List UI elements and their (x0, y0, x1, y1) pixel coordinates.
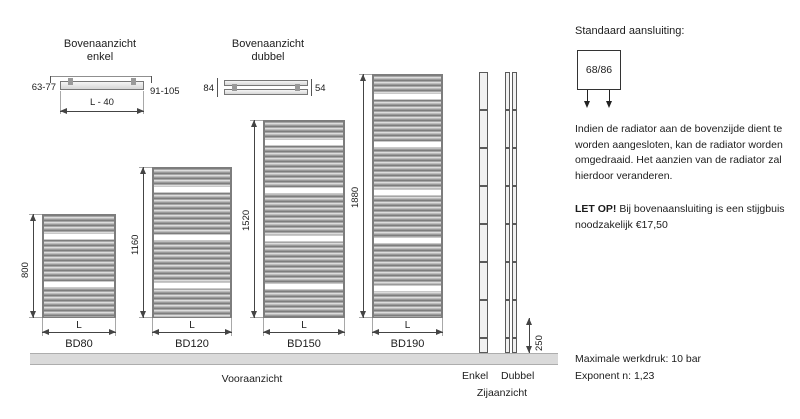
tube-gap (374, 285, 441, 292)
model-label: BD150 (287, 338, 321, 350)
dim-extension (263, 318, 264, 336)
tube-gap (265, 235, 343, 242)
height-dim-line (140, 167, 146, 318)
width-dim-line (263, 329, 345, 335)
radiator-BD150 (263, 120, 345, 318)
height-dim-label: 1880 (350, 186, 361, 208)
tube-gap (154, 234, 230, 241)
side-view-double-profile-front (505, 72, 510, 353)
floor-bar (30, 353, 558, 365)
width-dim-label: L (301, 320, 307, 331)
side-view-label-single: Enkel (462, 370, 489, 382)
topview-double-radiator-back (224, 89, 308, 95)
floor-offset-dim-line (526, 318, 532, 353)
dim-extension (152, 318, 153, 336)
tube-gap (374, 93, 441, 100)
connection-size-box: 68/86 (577, 50, 621, 90)
dim-extension (60, 91, 61, 114)
tube-gap (154, 186, 230, 193)
dim-extension (231, 318, 232, 336)
dim-tick (311, 79, 312, 96)
tube-gap (265, 283, 343, 290)
topview-single-wall-line (50, 76, 152, 77)
wall-tick (151, 76, 152, 83)
warning-label: LET OP! (575, 203, 617, 215)
dim-tick (217, 78, 218, 97)
max-pressure-note: Maximale werkdruk: 10 bar (575, 353, 702, 365)
width-dim-label: L (76, 320, 82, 331)
tube-gap (154, 282, 230, 289)
topview-double-radiator-front (224, 80, 308, 86)
dim-label-depth-double: 84 (203, 83, 214, 94)
side-view-single-profile (479, 72, 488, 353)
tube-gap (265, 139, 343, 146)
dim-label-wall-distance: 63-77 (31, 82, 56, 93)
bracket-clip-icon (68, 78, 73, 85)
dim-label-pitch: 54 (315, 83, 326, 94)
side-view-label-double: Dubbel (501, 370, 535, 382)
tube-gap (44, 233, 114, 240)
height-dim-line (360, 74, 366, 318)
floor-offset-label: 250 (534, 335, 545, 351)
dim-extension (442, 318, 443, 336)
width-dim-line (372, 329, 443, 335)
topview-double-title: Bovenaanzicht dubbel (216, 38, 320, 64)
tube-gap (265, 187, 343, 194)
height-dim-label: 1160 (130, 234, 141, 255)
topview-single-radiator (60, 81, 144, 90)
warning-note: LET OP! Bij bovenaansluiting is een stij… (575, 202, 799, 233)
width-dim-line (152, 329, 232, 335)
topview-single-title: Bovenaanzicht enkel (48, 38, 152, 64)
topview-single-title-line1: Bovenaanzicht (63, 38, 137, 50)
connection-pipe-arrow-icon (584, 90, 590, 108)
tube-gap (374, 141, 441, 148)
topview-double-title-line1: Bovenaanzicht (231, 38, 305, 50)
standard-connection-heading: Standaard aansluiting: (575, 25, 685, 37)
model-label: BD80 (65, 338, 93, 350)
connection-size-value: 68/86 (585, 64, 613, 76)
dim-extension (115, 318, 116, 336)
connection-pipe-arrow-icon (606, 90, 612, 108)
dim-label-depth-single: 91-105 (150, 86, 180, 97)
model-label: BD120 (175, 338, 209, 350)
dim-extension (143, 91, 144, 114)
radiator-BD80 (42, 214, 116, 318)
height-dim-line (251, 120, 257, 318)
dim-line (60, 108, 144, 114)
side-view-double-profile-back (512, 72, 517, 353)
bracket-clip-icon (232, 84, 237, 91)
front-view-caption: Vooraanzicht (221, 373, 283, 385)
width-dim-label: L (189, 320, 195, 331)
dim-label-width-minus-40: L - 40 (90, 97, 114, 108)
warning-text: Bij bovenaansluiting is een stijgbuis no… (575, 203, 785, 231)
exponent-note: Exponent n: 1,23 (575, 370, 655, 382)
dim-extension (42, 318, 43, 336)
bracket-clip-icon (295, 84, 300, 91)
dim-extension (344, 318, 345, 336)
height-dim-label: 800 (20, 262, 31, 278)
topview-single-title-line2: enkel (86, 51, 114, 63)
width-dim-label: L (404, 320, 411, 331)
model-label: BD190 (390, 338, 425, 350)
wall-tick (50, 76, 51, 83)
radiator-BD120 (152, 167, 232, 318)
dim-extension (372, 318, 373, 336)
height-dim-label: 1520 (241, 209, 252, 231)
width-dim-line (42, 329, 116, 335)
radiator-BD190 (372, 74, 443, 318)
tube-gap (374, 237, 441, 244)
reversal-note: Indien de radiator aan de bovenzijde die… (575, 123, 783, 182)
bracket-clip-icon (131, 78, 136, 85)
topview-double-title-line2: dubbel (251, 51, 285, 63)
tube-gap (374, 189, 441, 196)
side-view-caption: Zijaanzicht (476, 387, 528, 399)
height-dim-line (30, 214, 36, 318)
tube-gap (44, 281, 114, 288)
